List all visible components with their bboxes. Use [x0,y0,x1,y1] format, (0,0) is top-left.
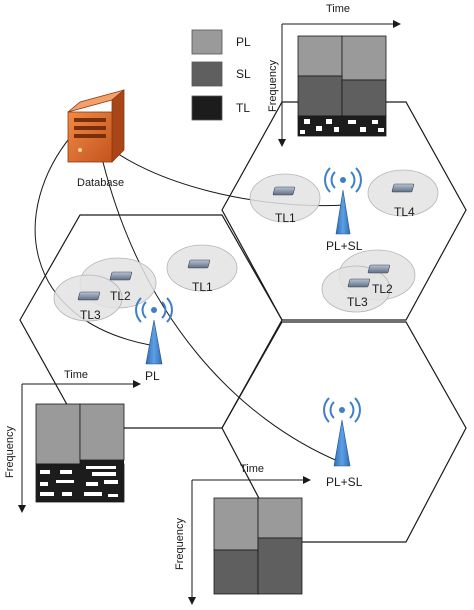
legend-swatch-pl [191,29,223,55]
tf-bottom-frequency-label: Frequency [174,518,186,570]
base-station-bottom: PL+SL [323,397,363,489]
antenna-icon [135,297,173,365]
base-station-top: PL+SL [324,167,363,253]
tf-chart-top: Time Frequency [267,3,401,147]
legend: PL SL TL [191,29,251,121]
terminal-label: TL4 [394,205,415,219]
terminal-device-icon [367,264,391,274]
terminals: TL1 TL4 TL1 TL2 TL3 TL2 TL3 [77,183,415,322]
terminal-device-icon [391,183,415,193]
terminal-label: TL2 [110,289,131,303]
tf-top-time-label: Time [326,3,350,15]
tf-chart-bottom: Time Frequency [174,463,311,605]
legend-item-pl: PL [191,29,251,55]
coverage-tl4 [367,169,439,217]
tf-chart-left: Time Frequency [4,369,141,513]
coverage-tl3-right [321,265,391,313]
terminal-device-icon [77,291,101,301]
legend-item-tl: TL [191,95,250,121]
terminal-device-icon [347,278,371,288]
server-icon [67,89,125,163]
tf-top-frequency-label: Frequency [267,60,279,112]
legend-item-sl: SL [191,61,251,87]
terminal-device-icon [187,259,211,269]
terminal-label: TL1 [192,280,213,294]
legend-label-tl: TL [236,101,250,115]
link-database-to-bs-left [34,134,151,346]
legend-label-sl: SL [236,67,251,81]
terminal-label: TL1 [275,211,296,225]
base-station-left: PL [135,297,173,383]
coverage-tl1-top [249,173,321,223]
terminal-label: TL3 [347,295,368,309]
antenna-icon [323,397,361,467]
terminal-label: TL2 [372,282,393,296]
database-label: Database [77,177,124,189]
database-server: Database [67,89,125,189]
link-database-to-bs-bottom [99,149,341,463]
tf-left-time-label: Time [64,369,88,381]
legend-swatch-sl [191,61,223,87]
legend-swatch-tl [191,95,223,121]
legend-label-pl: PL [236,35,251,49]
terminal-device-icon [109,271,133,281]
tf-bottom-time-label: Time [240,463,264,475]
base-station-label: PL [145,369,160,383]
base-station-label: PL+SL [326,239,363,253]
tf-left-frequency-label: Frequency [4,426,16,478]
antenna-icon [324,167,362,235]
base-station-label: PL+SL [326,475,363,489]
terminal-label: TL3 [80,308,101,322]
terminal-device-icon [272,186,296,196]
